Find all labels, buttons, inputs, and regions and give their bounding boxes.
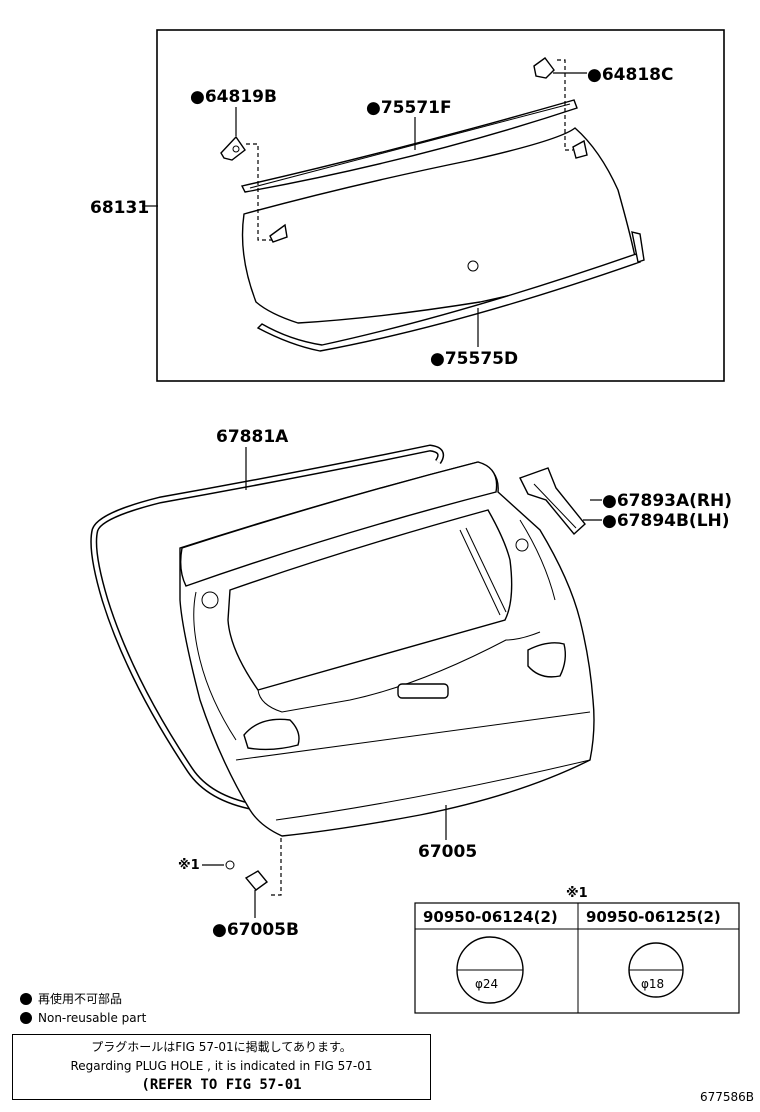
table-col1-header: 90950-06124(2) [423,908,558,926]
plug-table [414,902,740,1014]
clip-64818C [533,57,555,79]
legend-en-text: Non-reusable part [38,1011,147,1025]
label-67005B: ●67005B [212,920,299,940]
plug-hole-note: プラグホールはFIG 57-01に掲載してあります。 Regarding PLU… [12,1034,431,1100]
plug-dim-24: φ24 [475,977,498,991]
label-67005: 67005 [418,842,477,862]
back-door-stay-bracket [519,467,586,536]
label-75571F: ●75571F [366,98,452,118]
note-mark-plug: ※1 [178,858,200,873]
back-door-window-opening [227,509,513,691]
label-67881A: 67881A [216,427,289,447]
legend-jp-text: 再使用不可部品 [38,992,123,1006]
label-75575D: ●75575D [430,349,518,369]
legend-en: Non-reusable part [20,1011,146,1025]
bullet-icon [20,992,32,1005]
note-line-en: Regarding PLUG HOLE , it is indicated in… [70,1059,373,1073]
label-64818C: ●64818C [587,65,673,85]
side-seal [631,231,645,263]
label-68131: 68131 [90,198,149,218]
plug-dim-18: φ18 [641,977,664,991]
table-note-mark: ※1 [566,886,588,901]
label-67894B: ●67894B(LH) [602,511,730,531]
note-line-jp: プラグホールはFIG 57-01に掲載してあります。 [91,1040,352,1054]
note-line-ref: (REFER TO FIG 57-01 [141,1077,302,1093]
bullet-icon [20,1012,32,1024]
figure-reference-code: 677586B [699,1090,754,1104]
label-67893A: ●67893A(RH) [602,491,732,511]
plug-67005B [244,870,269,891]
table-col2-header: 90950-06125(2) [586,908,721,926]
legend-jp: 再使用不可部品 [20,990,122,1007]
label-64819B: ●64819B [190,87,277,107]
